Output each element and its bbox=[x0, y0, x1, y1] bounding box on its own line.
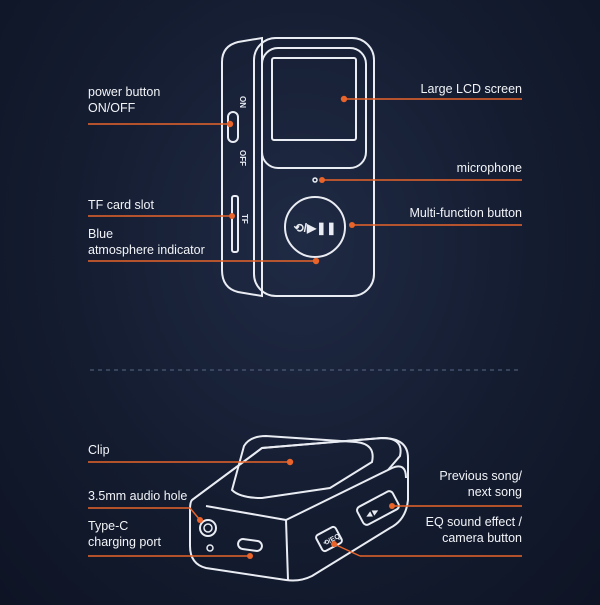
type-c-port bbox=[237, 538, 263, 552]
prev-next-label-line1: Previous song/ bbox=[439, 469, 522, 483]
power-switch bbox=[227, 111, 239, 143]
power-button-label-line1: power button bbox=[88, 85, 161, 99]
switch-on-text: ON bbox=[238, 96, 247, 108]
power-button-label-line2: ON/OFF bbox=[88, 101, 136, 115]
top-device bbox=[221, 36, 375, 298]
eq-camera-label-line1: EQ sound effect / bbox=[425, 515, 522, 529]
type-c-label: Type-C charging port bbox=[88, 518, 161, 550]
tf-text: TF bbox=[240, 214, 249, 224]
multi-function-button-label: Multi-function button bbox=[409, 206, 522, 220]
blue-indicator-label: Blue atmosphere indicator bbox=[88, 226, 205, 258]
play-pause-glyph: ⟲/▶❚❚ bbox=[294, 221, 337, 236]
prev-next-label-line2: next song bbox=[467, 485, 522, 499]
eq-button bbox=[315, 525, 343, 553]
audio-hole-label: 3.5mm audio hole bbox=[88, 489, 188, 503]
microphone-label: microphone bbox=[456, 161, 522, 175]
tf-slot bbox=[231, 195, 239, 253]
prev-next-rocker bbox=[356, 490, 400, 526]
type-c-label-line1: Type-C bbox=[88, 519, 129, 533]
clip-label: Clip bbox=[88, 443, 110, 457]
power-button-label: power button ON/OFF bbox=[88, 84, 160, 116]
switch-off-text: OFF bbox=[238, 150, 247, 166]
lcd-screen-label: Large LCD screen bbox=[420, 82, 522, 96]
blue-indicator-label-line2: atmosphere indicator bbox=[88, 243, 205, 257]
microphone-hole bbox=[312, 177, 318, 183]
prev-next-label: Previous song/ next song bbox=[439, 468, 522, 500]
bottom-device bbox=[189, 434, 409, 582]
eq-camera-label: EQ sound effect / camera button bbox=[426, 514, 522, 546]
audio-jack bbox=[199, 519, 217, 537]
blue-indicator-label-line1: Blue bbox=[88, 227, 114, 241]
tf-card-slot-label: TF card slot bbox=[88, 198, 154, 212]
multi-function-button bbox=[284, 196, 346, 258]
eq-camera-label-line2: camera button bbox=[442, 531, 522, 545]
clip bbox=[230, 434, 374, 500]
type-c-label-line2: charging port bbox=[88, 535, 161, 549]
